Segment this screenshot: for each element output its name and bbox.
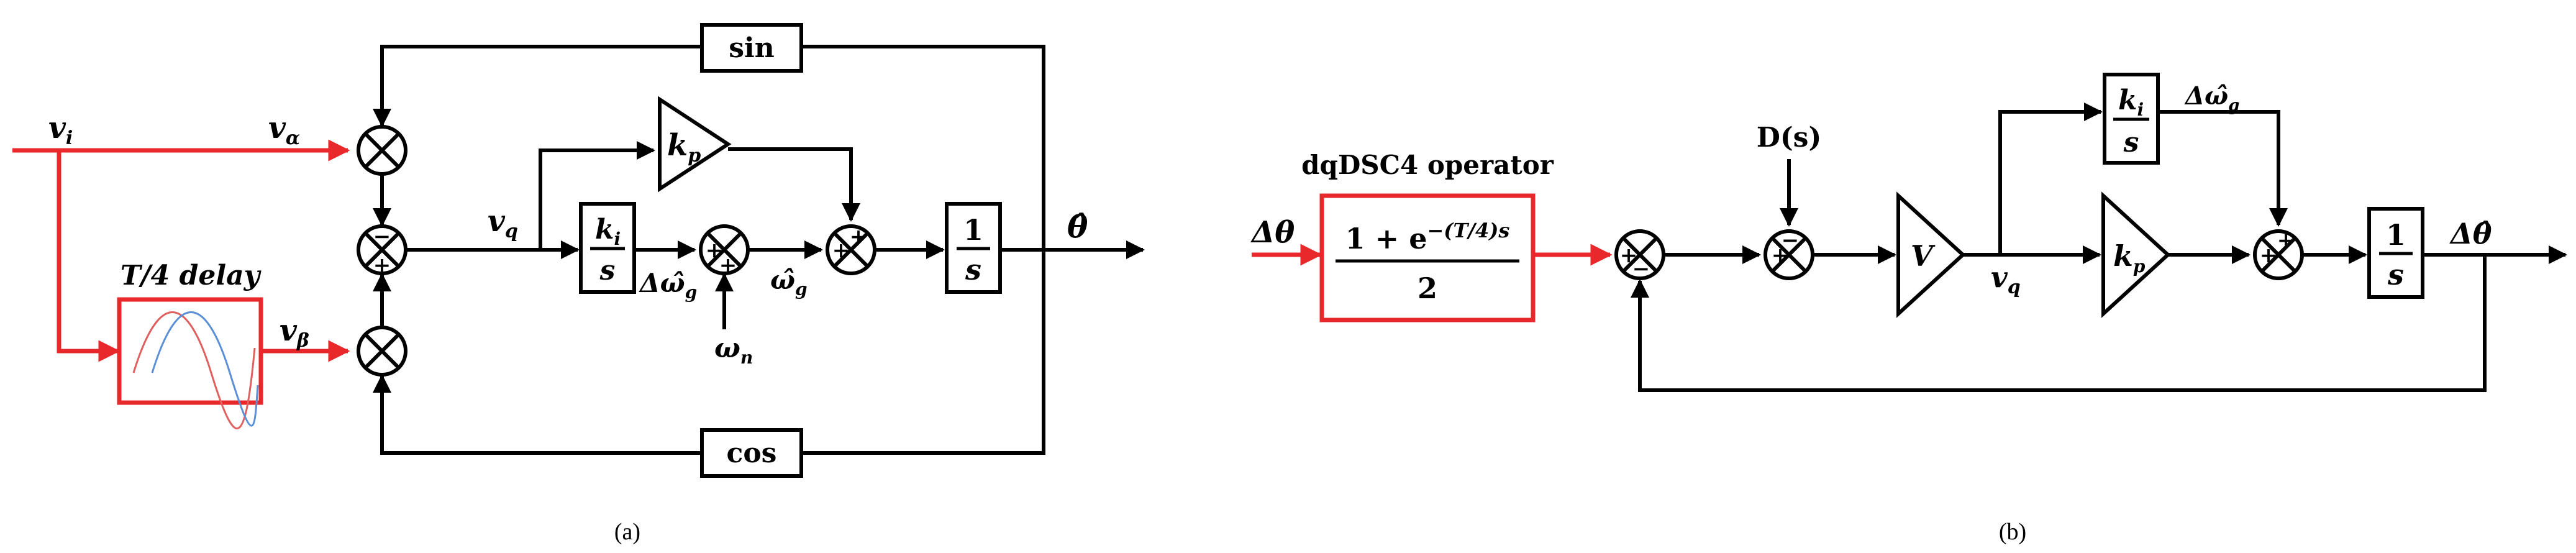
- svg-text:−: −: [1782, 228, 1800, 253]
- summer-feedback: + −: [1614, 229, 1665, 281]
- dw-label: Δω̂g: [639, 268, 697, 303]
- svg-text:+: +: [2260, 243, 2278, 268]
- multiplier-top: [357, 125, 407, 176]
- panel-a: T/4 delay vi vα vβ − + sin cos: [12, 23, 1145, 545]
- vq-to-ki-wire-b: [1998, 103, 2103, 255]
- input-delay-wire: [57, 150, 121, 362]
- svg-text:+: +: [373, 253, 391, 278]
- vbeta-label: vβ: [280, 313, 309, 352]
- theta-to-sin-wire: [801, 45, 1045, 250]
- operator-label: dqDSC4 operator: [1301, 150, 1554, 180]
- summer-disturbance: + −: [1764, 228, 1814, 280]
- kp-gain-block-b: [2101, 191, 2171, 318]
- wg-label: ω̂g: [770, 265, 808, 299]
- summer-output: + +: [2253, 228, 2304, 280]
- integrator-num-b: 1: [2386, 218, 2406, 252]
- delay-label: T/4 delay: [121, 260, 262, 291]
- svg-text:+: +: [1620, 243, 1638, 268]
- ds-label: D(s): [1757, 122, 1822, 153]
- delay-block: [117, 297, 263, 405]
- valpha-label: vα: [268, 111, 300, 149]
- svg-text:+: +: [706, 238, 724, 263]
- dw-label-b: Δω̂g: [2184, 81, 2239, 115]
- ki-to-sum-wire-b: [2158, 110, 2288, 227]
- feedback-wire-b: [1631, 255, 2487, 392]
- integrator-den-b: s: [2387, 258, 2404, 291]
- integrator-num: 1: [963, 213, 983, 247]
- cos-block: [700, 428, 803, 478]
- kp-to-sum-wire: [728, 147, 860, 222]
- delay-wave-blue-icon: [151, 311, 259, 427]
- kp-gain-block: [658, 96, 732, 193]
- dtheta-label: Δθ: [1250, 215, 1295, 250]
- multiplier-bottom: [357, 326, 407, 377]
- vq-label-b: vq: [1991, 260, 2021, 298]
- svg-text:+: +: [2277, 228, 2295, 253]
- operator-numerator: 1 + e−(T/4)s: [1345, 219, 1510, 255]
- svg-text:−: −: [373, 224, 391, 249]
- svg-text:+: +: [850, 224, 868, 249]
- vq-to-kp-wire: [539, 141, 655, 250]
- delay-wave-red-icon: [132, 311, 256, 429]
- v-label: V: [1911, 239, 1936, 273]
- summer-vq: − +: [357, 224, 407, 278]
- cos-label: cos: [727, 437, 777, 469]
- wn-label: ωn: [714, 332, 753, 368]
- summer-main: + +: [826, 224, 876, 275]
- vq-label: vq: [488, 204, 518, 242]
- sin-to-mult-wire: [373, 45, 702, 127]
- svg-text:+: +: [832, 238, 850, 263]
- dqdsc-operator-block: [1319, 193, 1536, 322]
- kp-label: kp: [667, 128, 701, 167]
- ki-label-b: ki: [2118, 85, 2144, 120]
- caption-a: (a): [614, 519, 640, 545]
- operator-denominator: 2: [1418, 272, 1437, 305]
- ki-s-label: s: [599, 255, 616, 286]
- caption-b: (b): [1999, 519, 2026, 545]
- theta-to-cos-wire: [801, 250, 1045, 455]
- panel-b: Δθ dqDSC4 operator 1 + e−(T/4)s 2 + − D(…: [1250, 73, 2567, 545]
- kp-label-b: kp: [2113, 239, 2146, 276]
- vi-label: vi: [48, 111, 73, 149]
- theta-label: θ̂: [1067, 208, 1088, 245]
- v-gain-block: [1896, 191, 1966, 318]
- summer-wn: + +: [699, 224, 750, 278]
- integrator-den: s: [965, 253, 981, 286]
- svg-text:−: −: [1632, 257, 1650, 281]
- cos-to-mult-wire: [373, 374, 702, 455]
- svg-text:+: +: [1772, 243, 1790, 268]
- ki-label: ki: [595, 214, 621, 249]
- svg-text:+: +: [719, 253, 737, 278]
- sin-label: sin: [729, 32, 774, 64]
- ki-s-label-b: s: [2123, 127, 2139, 158]
- dtheta-hat-label: Δθ̂: [2449, 217, 2492, 250]
